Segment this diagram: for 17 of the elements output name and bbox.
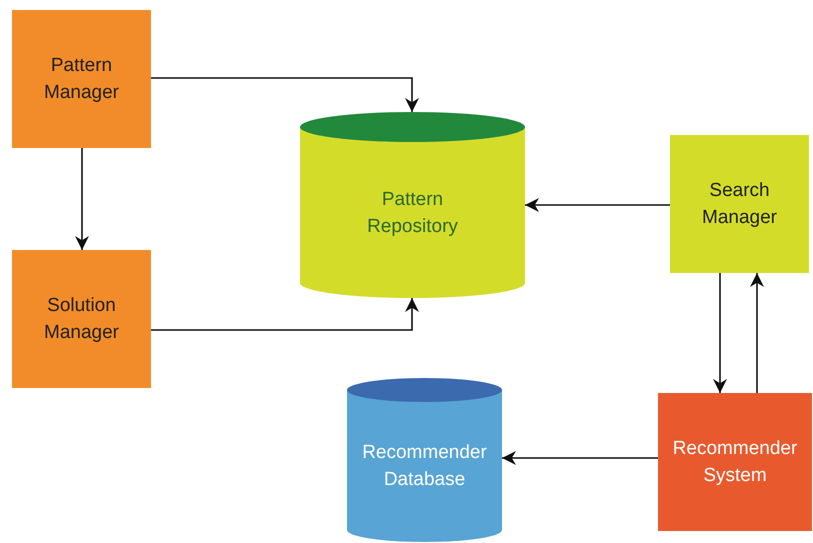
process-box [12, 10, 151, 148]
arrow [750, 273, 764, 393]
process-box [670, 135, 809, 273]
node-label: Recommender System [672, 437, 798, 488]
node-label: Search Manager [701, 179, 778, 230]
node-label: Solution Manager [43, 294, 120, 345]
process-box [658, 393, 812, 531]
node-label: Pattern Manager [43, 54, 120, 105]
arrow [151, 298, 419, 331]
node-label: Recommender Database [361, 441, 488, 492]
arrow [502, 451, 658, 465]
process-box [12, 250, 151, 388]
arrow [525, 198, 670, 212]
arrow [75, 148, 89, 250]
node-label: Pattern Repository [366, 188, 459, 238]
arrow [151, 77, 419, 112]
arrow [713, 273, 727, 393]
